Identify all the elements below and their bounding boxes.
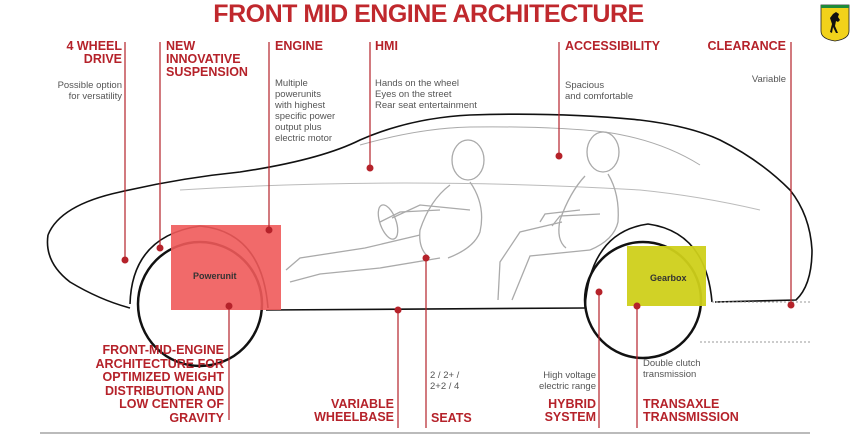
leader-lines	[124, 42, 792, 428]
desc-line: powerunits	[275, 89, 321, 100]
desc-engine: Multiple powerunits with highest specifi…	[275, 78, 335, 144]
desc-line: Spacious	[565, 80, 605, 91]
label-variable-wheelbase: VARIABLE WHEELBASE	[300, 398, 394, 424]
desc-line: Double clutch	[643, 358, 701, 369]
label-line: TRANSMISSION	[643, 410, 739, 424]
car-window-line	[359, 126, 701, 166]
label-line: LOW CENTER OF	[119, 397, 224, 411]
label-transaxle-transmission: TRANSAXLE TRANSMISSION	[643, 398, 739, 424]
gearbox-label: Gearbox	[650, 273, 687, 283]
car-belt-line	[179, 182, 761, 211]
label-line: INNOVATIVE	[166, 52, 241, 66]
desc-line: specific power	[275, 111, 336, 122]
label-line: GRAVITY	[169, 410, 224, 425]
desc-line: 2 / 2+ /	[430, 370, 460, 381]
powerunit-box	[171, 225, 281, 310]
label-line: SUSPENSION	[166, 65, 248, 79]
label-front-mid-engine: FRONT-MID-ENGINE ARCHITECTURE FOR OPTIMI…	[80, 343, 224, 425]
desc-line: Hands on the wheel	[375, 78, 459, 89]
desc-4-wheel-drive: Possible option for versatility	[20, 80, 122, 102]
label-line: DRIVE	[83, 52, 122, 66]
label-hybrid-system: HYBRID SYSTEM	[510, 398, 596, 424]
label-line: FRONT-MID-ENGINE	[102, 343, 224, 357]
label-line: SYSTEM	[544, 410, 596, 424]
label-line: VARIABLE	[331, 397, 394, 411]
label-line: ARCHITECTURE FOR	[95, 356, 224, 371]
driver-figure	[285, 139, 485, 283]
label-line: DISTRIBUTION AND	[105, 383, 224, 398]
label-line: 4 WHEEL	[66, 39, 122, 53]
label-4-wheel-drive: 4 WHEEL DRIVE	[40, 40, 122, 66]
desc-line: electric motor	[275, 133, 333, 144]
desc-seats: 2 / 2+ / 2+2 / 4	[430, 370, 459, 392]
label-line: OPTIMIZED WEIGHT	[102, 370, 224, 384]
leader-dots	[121, 152, 795, 314]
label-seats: SEATS	[431, 411, 472, 425]
desc-line: transmission	[643, 369, 697, 380]
desc-line: and comfortable	[565, 91, 634, 102]
label-line: TRANSAXLE	[643, 397, 720, 411]
desc-hybrid: High voltage electric range	[500, 370, 596, 392]
car-rear-lower	[46, 234, 131, 309]
page-title: FRONT MID ENGINE ARCHITECTURE	[213, 0, 644, 28]
label-line: WHEELBASE	[314, 410, 394, 424]
prancing-horse-shield-icon	[820, 4, 850, 42]
desc-line: output plus	[275, 122, 322, 133]
label-line: NEW	[166, 39, 196, 53]
desc-line: with highest	[275, 100, 326, 111]
desc-line: Possible option	[57, 80, 122, 91]
label-line: HYBRID	[548, 397, 596, 411]
desc-transaxle: Double clutch transmission	[643, 358, 701, 380]
desc-line: 2+2 / 4	[430, 381, 460, 392]
desc-hmi: Hands on the wheel Eyes on the street Re…	[375, 78, 477, 111]
label-hmi: HMI	[375, 39, 398, 53]
label-accessibility: ACCESSIBILITY	[565, 39, 661, 53]
desc-accessibility: Spacious and comfortable	[565, 80, 633, 102]
powerunit-label: Powerunit	[193, 271, 237, 281]
label-new-innovative-suspension: NEW INNOVATIVE SUSPENSION	[166, 40, 248, 79]
car-body-outline	[47, 113, 813, 303]
desc-line: Rear seat entertainment	[375, 100, 477, 111]
desc-line: Multiple	[275, 78, 308, 89]
desc-clearance: Variable	[751, 74, 786, 85]
desc-line: electric range	[538, 381, 596, 392]
gearbox-box	[627, 246, 706, 306]
passenger-figure	[497, 131, 620, 301]
label-engine: ENGINE	[275, 39, 323, 53]
desc-line: High voltage	[543, 370, 596, 381]
desc-line: Eyes on the street	[375, 89, 452, 100]
label-clearance: CLEARANCE	[707, 39, 786, 53]
desc-line: for versatility	[68, 91, 122, 102]
